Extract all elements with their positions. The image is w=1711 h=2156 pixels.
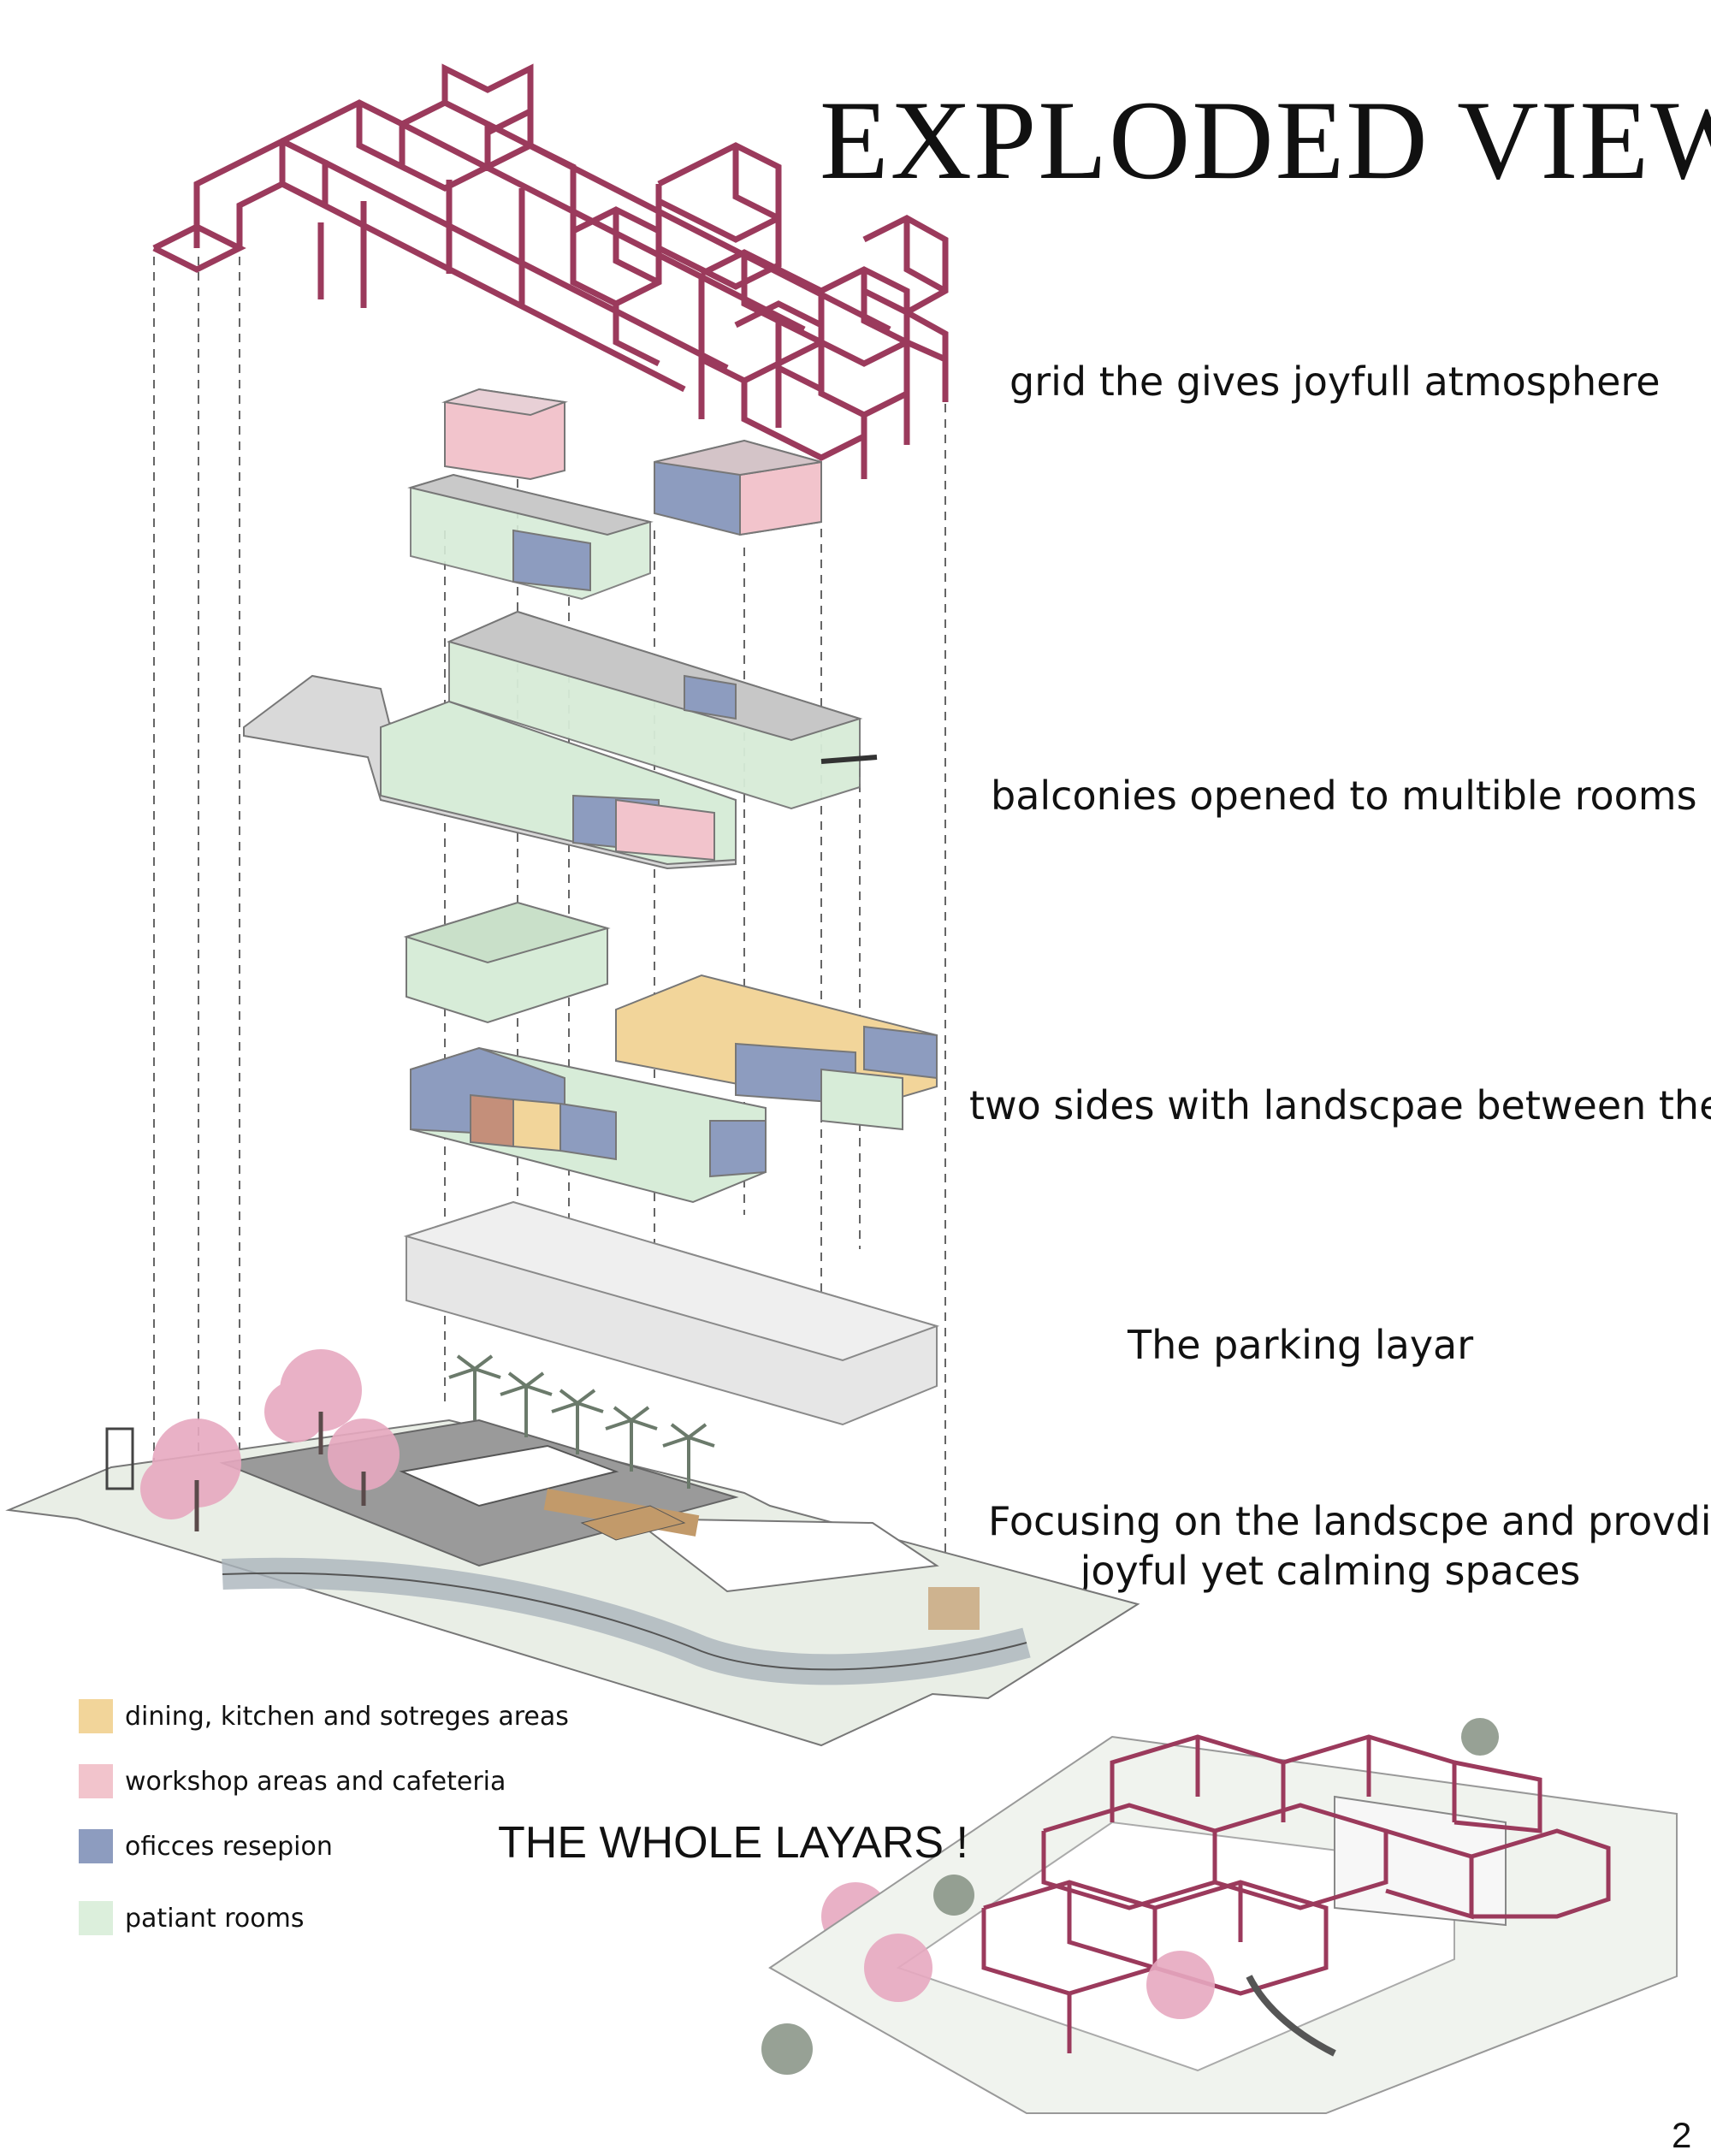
caption-two-sides-layer: two sides with landscpae between them [969, 1082, 1711, 1128]
legend-swatch-patient-rooms [79, 1901, 113, 1935]
upper-rooms-layer [407, 388, 822, 601]
whole-building-rendering [761, 1718, 1678, 2114]
legend-item-offices: oficces resepion [79, 1829, 569, 1863]
legend-swatch-workshop [79, 1764, 113, 1798]
caption-landscape-line-1: Focusing on the landscpe and provding [988, 1498, 1711, 1544]
balconies-layer [243, 610, 878, 870]
parking-layer [403, 1200, 940, 1426]
grid-frame-layer [152, 63, 949, 479]
caption-landscape-line-2: joyful yet calming spaces [1080, 1547, 1581, 1594]
caption-grid-layer: grid the gives joyfull atmosphere [1009, 358, 1661, 405]
legend-item-patient-rooms: patiant rooms [79, 1901, 569, 1935]
page-title: EXPLODED VIEW [820, 77, 1711, 203]
legend-label-offices: oficces resepion [125, 1831, 333, 1862]
two-sides-layer [403, 901, 938, 1204]
legend-swatch-offices [79, 1829, 113, 1863]
caption-parking-layer: The parking layar [1128, 1322, 1474, 1368]
legend-label-workshop: workshop areas and cafeteria [125, 1766, 506, 1797]
whole-layers-label: THE WHOLE LAYARS ! [498, 1818, 968, 1868]
legend-label-patient-rooms: patiant rooms [125, 1903, 305, 1934]
legend-item-dining: dining, kitchen and sotreges areas [79, 1699, 569, 1733]
legend-item-workshop: workshop areas and cafeteria [79, 1764, 569, 1798]
caption-landscape-layer: Focusing on the landscpe and provding jo… [988, 1497, 1711, 1596]
legend: dining, kitchen and sotreges areas works… [79, 1699, 569, 1966]
caption-balconies-layer: balconies opened to multible rooms [991, 773, 1697, 819]
legend-swatch-dining [79, 1699, 113, 1733]
page-number: 2 [1672, 2115, 1692, 2155]
legend-label-dining: dining, kitchen and sotreges areas [125, 1701, 569, 1732]
